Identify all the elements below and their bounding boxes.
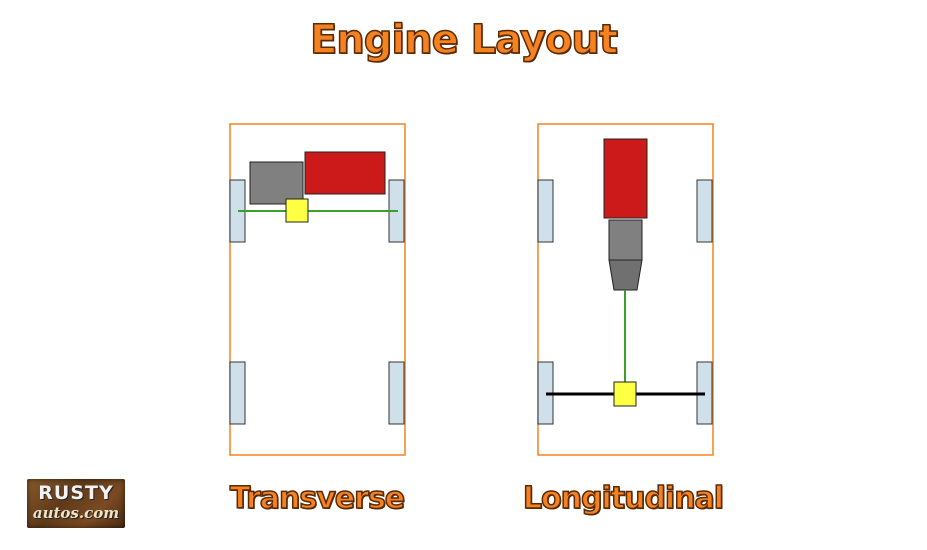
transverse-engine	[304, 151, 386, 195]
longitudinal-differential	[613, 381, 637, 407]
transverse-differential	[285, 198, 309, 223]
logo-line-1: RUSTY	[38, 482, 114, 504]
transverse-car-body	[229, 123, 406, 456]
longitudinal-wheel-front-right	[696, 179, 713, 243]
rustyautos-logo[interactable]: RUSTY autos.com	[27, 479, 125, 528]
transverse-caption: Transverse	[229, 480, 406, 517]
page-title: Engine Layout	[309, 16, 619, 64]
longitudinal-layout	[537, 123, 714, 456]
longitudinal-car-body	[537, 123, 714, 456]
transverse-gearbox	[249, 161, 304, 205]
transverse-wheel-rear-left	[229, 361, 246, 425]
transverse-layout	[229, 123, 406, 456]
longitudinal-gearbox-taper	[608, 259, 643, 291]
longitudinal-gearbox	[608, 219, 643, 261]
longitudinal-wheel-front-left	[537, 179, 554, 243]
logo-line-2: autos.com	[32, 504, 120, 522]
longitudinal-caption: Longitudinal	[522, 480, 725, 517]
longitudinal-engine	[603, 138, 648, 219]
transverse-wheel-rear-right	[388, 361, 405, 425]
